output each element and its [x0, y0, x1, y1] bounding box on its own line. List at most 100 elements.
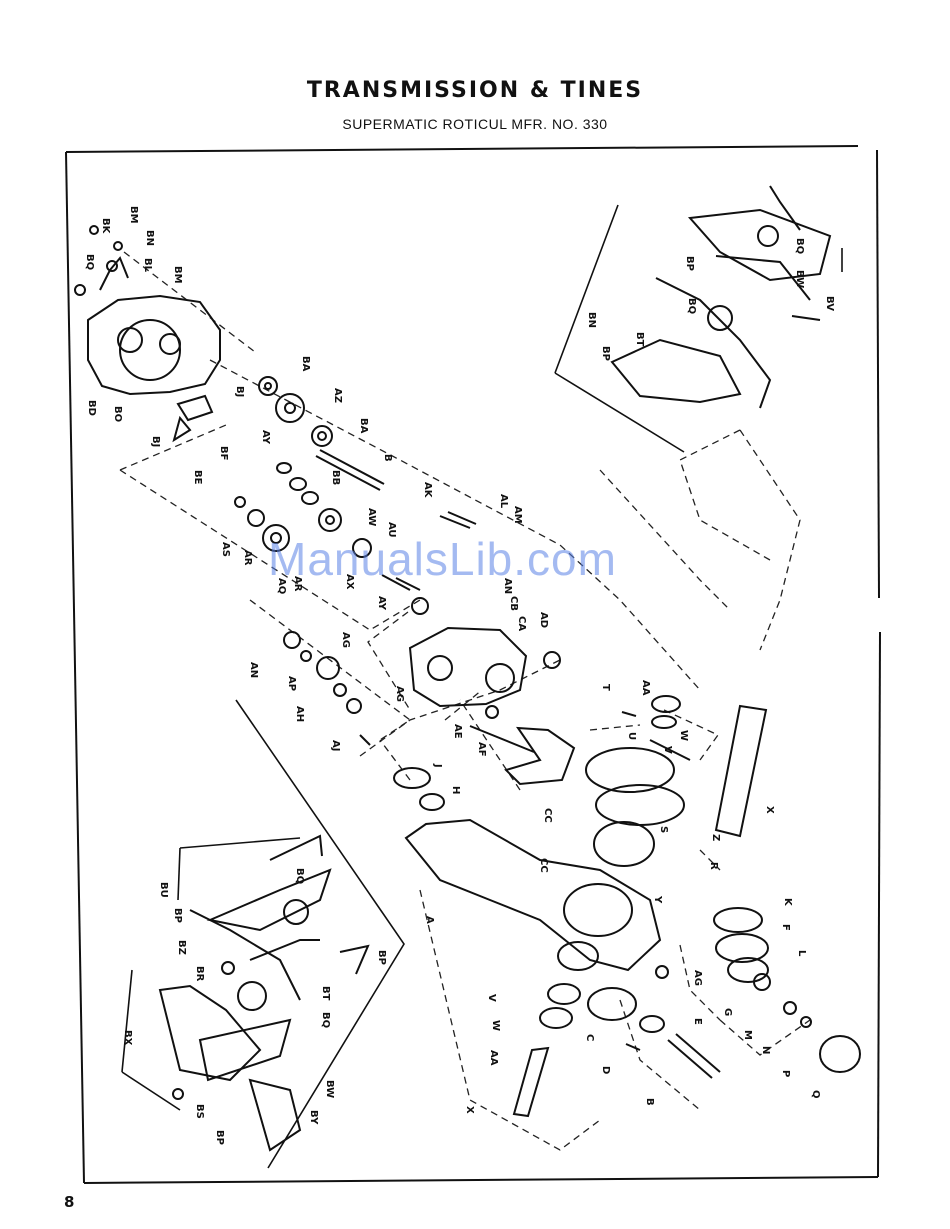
diagram-frame — [65, 145, 881, 1184]
watermark: ManualsLib.com — [268, 533, 617, 585]
label-AP: AP — [286, 676, 297, 691]
label-BF: BF — [218, 446, 229, 460]
label-BX: BX — [122, 1030, 133, 1046]
label-BR: BR — [194, 966, 205, 982]
label-M: M — [742, 1030, 753, 1040]
label-S: S — [658, 826, 669, 833]
label-B-top: B — [382, 454, 393, 462]
label-AR: AR — [242, 550, 253, 566]
label-B: B — [644, 1098, 655, 1106]
page-subtitle: SUPERMATIC ROTICUL MFR. NO. 330 — [342, 116, 608, 132]
label-AS: AS — [220, 542, 231, 557]
label-BZ: BZ — [176, 940, 187, 955]
label-BT-upper: BT — [634, 332, 645, 347]
label-BJ-left: BJ — [150, 436, 161, 447]
label-R: R — [708, 862, 719, 870]
label-G: G — [722, 1008, 733, 1016]
label-L: L — [796, 950, 807, 957]
label-BT: BT — [320, 986, 331, 1001]
label-BQ-left: BQ — [84, 254, 95, 270]
label-BA: BA — [358, 418, 369, 434]
label-AA: AA — [488, 1050, 499, 1066]
label-CC-top: CC — [542, 808, 553, 823]
label-AG-bottom: AG — [692, 970, 703, 986]
label-BW-upper: BW — [794, 270, 805, 288]
label-N: N — [760, 1046, 771, 1054]
label-AJ: AJ — [330, 740, 341, 751]
label-X-right: X — [764, 806, 775, 814]
label-BY: BY — [308, 1110, 319, 1125]
label-AW: AW — [366, 508, 377, 526]
label-BJ: BJ — [234, 386, 245, 397]
label-AM: AM — [512, 506, 523, 524]
label-A: A — [424, 916, 435, 924]
label-Q: Q — [810, 1090, 821, 1099]
bearing-cup-group — [512, 907, 861, 1118]
label-CA: CA — [516, 616, 527, 631]
part-labels: BK BM BN BQ BL BM BD BO BJ BJ BE BF BA A… — [84, 206, 835, 1145]
label-AD: AD — [538, 612, 549, 628]
assembly-dashed-lines — [119, 251, 811, 1151]
label-AA-top: AA — [640, 680, 651, 696]
label-T: T — [600, 684, 611, 691]
label-W-top: W — [678, 730, 689, 741]
label-BP-upper: BP — [684, 256, 695, 271]
label-BA-top: BA — [300, 356, 311, 372]
label-AF: AF — [476, 742, 487, 757]
label-AN-top: AN — [502, 578, 513, 594]
label-BP-right: BP — [376, 950, 387, 965]
page-number: 8 — [64, 1193, 75, 1211]
label-J: J — [432, 763, 443, 768]
lower-tine-assembly — [158, 834, 370, 1152]
label-AE: AE — [452, 724, 463, 739]
label-BV: BV — [824, 296, 835, 311]
label-AG: AG — [394, 686, 405, 702]
label-AU: AU — [386, 522, 397, 538]
label-F: F — [780, 924, 791, 931]
label-BN-top: BN — [144, 230, 155, 246]
label-BM: BM — [172, 266, 183, 284]
label-AR-2: AR — [292, 576, 303, 592]
label-V: V — [486, 994, 497, 1002]
label-AG-top: AG — [340, 632, 351, 648]
upper-shaft-parts — [234, 376, 477, 746]
label-H: H — [450, 786, 461, 794]
label-AK: AK — [422, 482, 433, 499]
label-BO: BO — [112, 406, 123, 422]
label-BQ-upper-2: BQ — [794, 238, 805, 254]
gearbox-case — [408, 626, 576, 786]
label-P: P — [780, 1070, 791, 1077]
label-BP-bottom: BP — [214, 1130, 225, 1145]
label-BE: BE — [192, 470, 203, 485]
label-BQ-upper: BQ — [686, 298, 697, 314]
label-W: W — [490, 1020, 501, 1031]
upper-tine-assembly — [610, 185, 832, 409]
label-X: X — [464, 1106, 475, 1114]
label-AN: AN — [248, 662, 259, 678]
label-BP-lower: BP — [172, 908, 183, 923]
label-V-top: V — [662, 746, 673, 754]
label-Z: Z — [710, 834, 721, 841]
label-BD: BD — [86, 400, 97, 416]
label-BW: BW — [324, 1080, 335, 1098]
label-AZ: AZ — [332, 388, 343, 403]
label-CB: CB — [508, 596, 519, 611]
label-BB: BB — [330, 470, 341, 485]
label-U: U — [626, 732, 637, 740]
tine-callout-lines — [121, 204, 843, 1169]
label-AL: AL — [498, 494, 509, 509]
page-title: TRANSMISSION & TINES — [306, 78, 644, 103]
label-E: E — [692, 1018, 703, 1025]
label-BP-upper-2: BP — [600, 346, 611, 361]
label-BL: BL — [142, 258, 153, 273]
label-BU: BU — [158, 882, 169, 898]
label-Y: Y — [652, 895, 663, 904]
label-AY: AY — [376, 596, 387, 611]
label-BK: BK — [100, 218, 111, 235]
label-AQ: AQ — [276, 578, 287, 594]
tine-shaft-housing — [393, 695, 768, 972]
label-AX: AX — [344, 574, 355, 590]
label-BM-top: BM — [128, 206, 139, 224]
transmission-housing-plate — [74, 225, 221, 443]
